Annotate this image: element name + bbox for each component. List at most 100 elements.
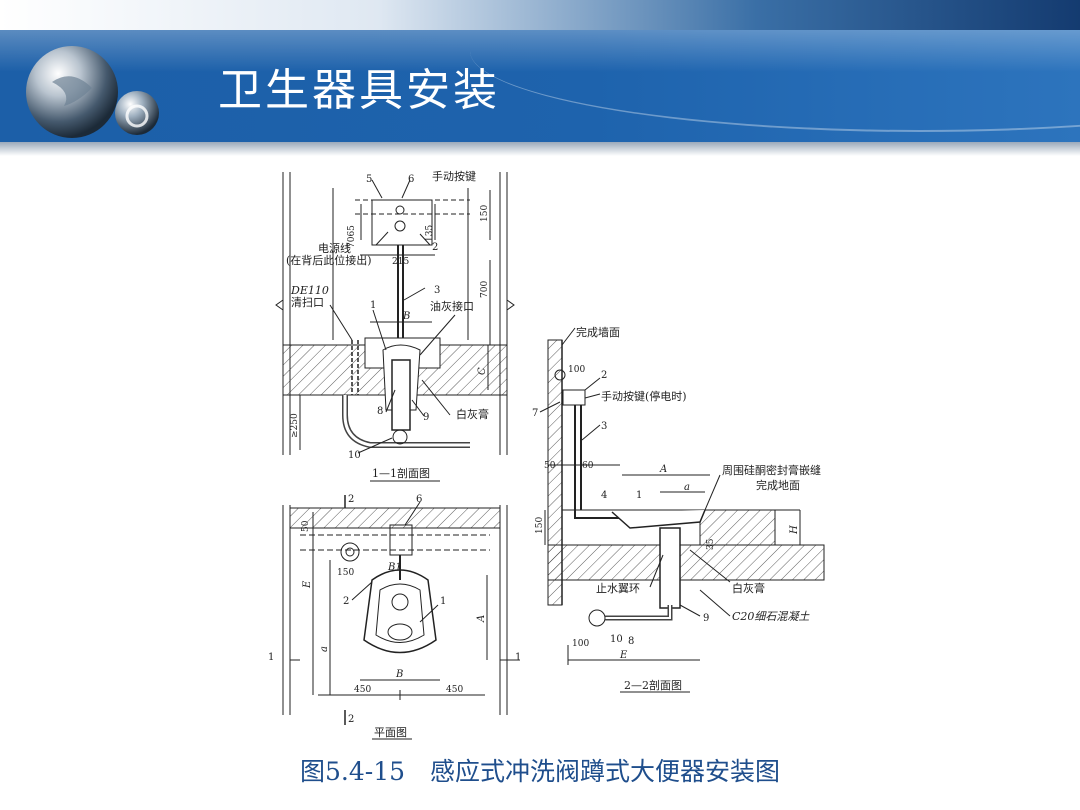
leader	[372, 309, 387, 351]
drain-section-inner	[600, 605, 671, 619]
s22-dim-35: 35	[706, 538, 716, 550]
leader	[371, 179, 383, 199]
callout-finish-floor: 完成地面	[756, 478, 800, 492]
slide-title: 卫生器具安装	[218, 65, 500, 116]
callout-c20-concrete: C20细石混凝土	[732, 610, 810, 623]
cleanout-plan-inner	[345, 547, 355, 557]
trap-section	[659, 527, 681, 609]
s22-callout-8: 8	[628, 636, 634, 647]
s22-callout-lime-paste: 白灰膏	[732, 581, 765, 595]
plan-callout-2: 2	[348, 494, 354, 505]
dim-ge250: ≥250	[290, 413, 300, 438]
callout-power-line: 电源线	[318, 241, 351, 255]
cleanout-plan	[340, 542, 360, 562]
leader	[419, 314, 456, 356]
sensor-icon	[394, 220, 406, 232]
floor-slab	[547, 544, 825, 581]
s22-dim-h: H	[789, 525, 800, 535]
s22-callout-4: 4	[601, 490, 607, 501]
plan-dim-a: A	[476, 615, 487, 623]
s22-dim-50: 50	[544, 461, 556, 471]
callout-10: 10	[348, 450, 361, 461]
leader	[329, 304, 353, 341]
pan-section	[611, 509, 706, 529]
leader	[584, 393, 601, 399]
leader	[411, 399, 425, 417]
section-2-2: 完成墙面 2 手动按键(停电时) 7 3 4 1 周围硅酮密封膏嵌缝 完成地面 …	[532, 325, 825, 693]
plan-dim-150: 150	[337, 568, 354, 578]
s22-dim-100-bottom: 100	[572, 639, 589, 649]
callout-lime-paste: 白灰膏	[456, 407, 489, 421]
section-1-1-title: 1—1剖面图	[372, 466, 430, 480]
dim-c: C	[477, 367, 488, 375]
section-1-1: 5 6 手动按键 2 电源线 (在背后此位接出) DE110 清扫口 1 3 油…	[275, 169, 515, 482]
leader	[404, 501, 421, 526]
plan-dim-b1: B1	[387, 562, 402, 573]
plan-dim-450-right: 450	[446, 685, 463, 695]
plan-view: 2 6 2 1 1 1 2 50 150 B1 E A a B 450 450 …	[268, 494, 521, 740]
callout-2: 2	[432, 242, 438, 253]
pan-bowl	[387, 623, 413, 641]
callout-cleanout: 清扫口	[291, 296, 324, 309]
pan-outlet	[391, 593, 409, 611]
s22-dim-e: E	[619, 650, 628, 661]
s22-dim-a-lower: a	[684, 482, 690, 493]
leader	[584, 377, 601, 391]
callout-putty-joint: 油灰接口	[430, 299, 474, 313]
plan-dim-e: E	[302, 580, 313, 589]
sphere-logo	[26, 46, 159, 138]
s22-dim-60: 60	[582, 461, 594, 471]
leader	[403, 287, 426, 301]
leader	[704, 474, 721, 511]
plan-title: 平面图	[374, 726, 407, 739]
callout-6: 6	[408, 174, 414, 185]
banner-shadow	[0, 142, 1080, 156]
cleanout-cap	[392, 429, 408, 445]
plan-dim-b: B	[395, 669, 403, 680]
s22-dim-100: 100	[568, 365, 585, 375]
leader	[385, 389, 396, 413]
callout-8: 8	[377, 406, 383, 417]
s22-callout-7: 7	[532, 408, 538, 419]
plan-section-1-left: 1	[268, 652, 274, 663]
s22-callout-1: 1	[636, 490, 642, 501]
plan-section-2-bottom: 2	[348, 714, 354, 725]
callout-1: 1	[370, 300, 376, 311]
dim-150: 150	[480, 205, 490, 222]
squat-pan-outline	[363, 569, 437, 654]
plan-callout-2b: 2	[343, 596, 349, 607]
drain-pipe-inner	[343, 395, 470, 447]
leader	[401, 179, 411, 199]
callout-water-stop-ring: 止水翼环	[596, 582, 640, 595]
leader	[699, 589, 731, 617]
s22-callout-3: 3	[601, 421, 607, 432]
trap-pipe	[391, 359, 411, 431]
dim-b: B	[402, 311, 410, 322]
plan-callout-6: 6	[416, 494, 422, 505]
leader	[539, 401, 561, 413]
s22-callout-2: 2	[601, 370, 607, 381]
leader	[679, 604, 701, 617]
figure-caption: 图5.4-15 感应式冲洗阀蹲式大便器安装图	[299, 757, 781, 786]
cleanout-section	[588, 609, 606, 627]
callout-power-note: (在背后此位接出)	[286, 253, 372, 267]
plan-section-1-right: 1	[515, 652, 521, 663]
button-icon	[395, 205, 405, 215]
callout-finish-wall: 完成墙面	[576, 325, 620, 339]
s22-dim-a-upper: A	[659, 464, 667, 475]
squat-pan-inner	[375, 583, 425, 643]
leader	[421, 379, 451, 416]
section-2-2-title: 2—2剖面图	[624, 678, 682, 692]
callout-9: 9	[423, 412, 429, 423]
leader	[419, 604, 439, 623]
s22-dim-150: 150	[535, 517, 545, 534]
plan-dim-small-a: a	[319, 646, 330, 652]
small-sphere	[115, 91, 159, 135]
callout-manual-button-power-off: 手动按键(停电时)	[601, 389, 687, 403]
plan-dim-450-left: 450	[354, 685, 371, 695]
callout-de110: DE110	[290, 284, 329, 297]
supply-valve	[554, 369, 566, 381]
leader	[561, 327, 576, 346]
leader	[649, 554, 664, 588]
plan-callout-1: 1	[440, 596, 446, 607]
